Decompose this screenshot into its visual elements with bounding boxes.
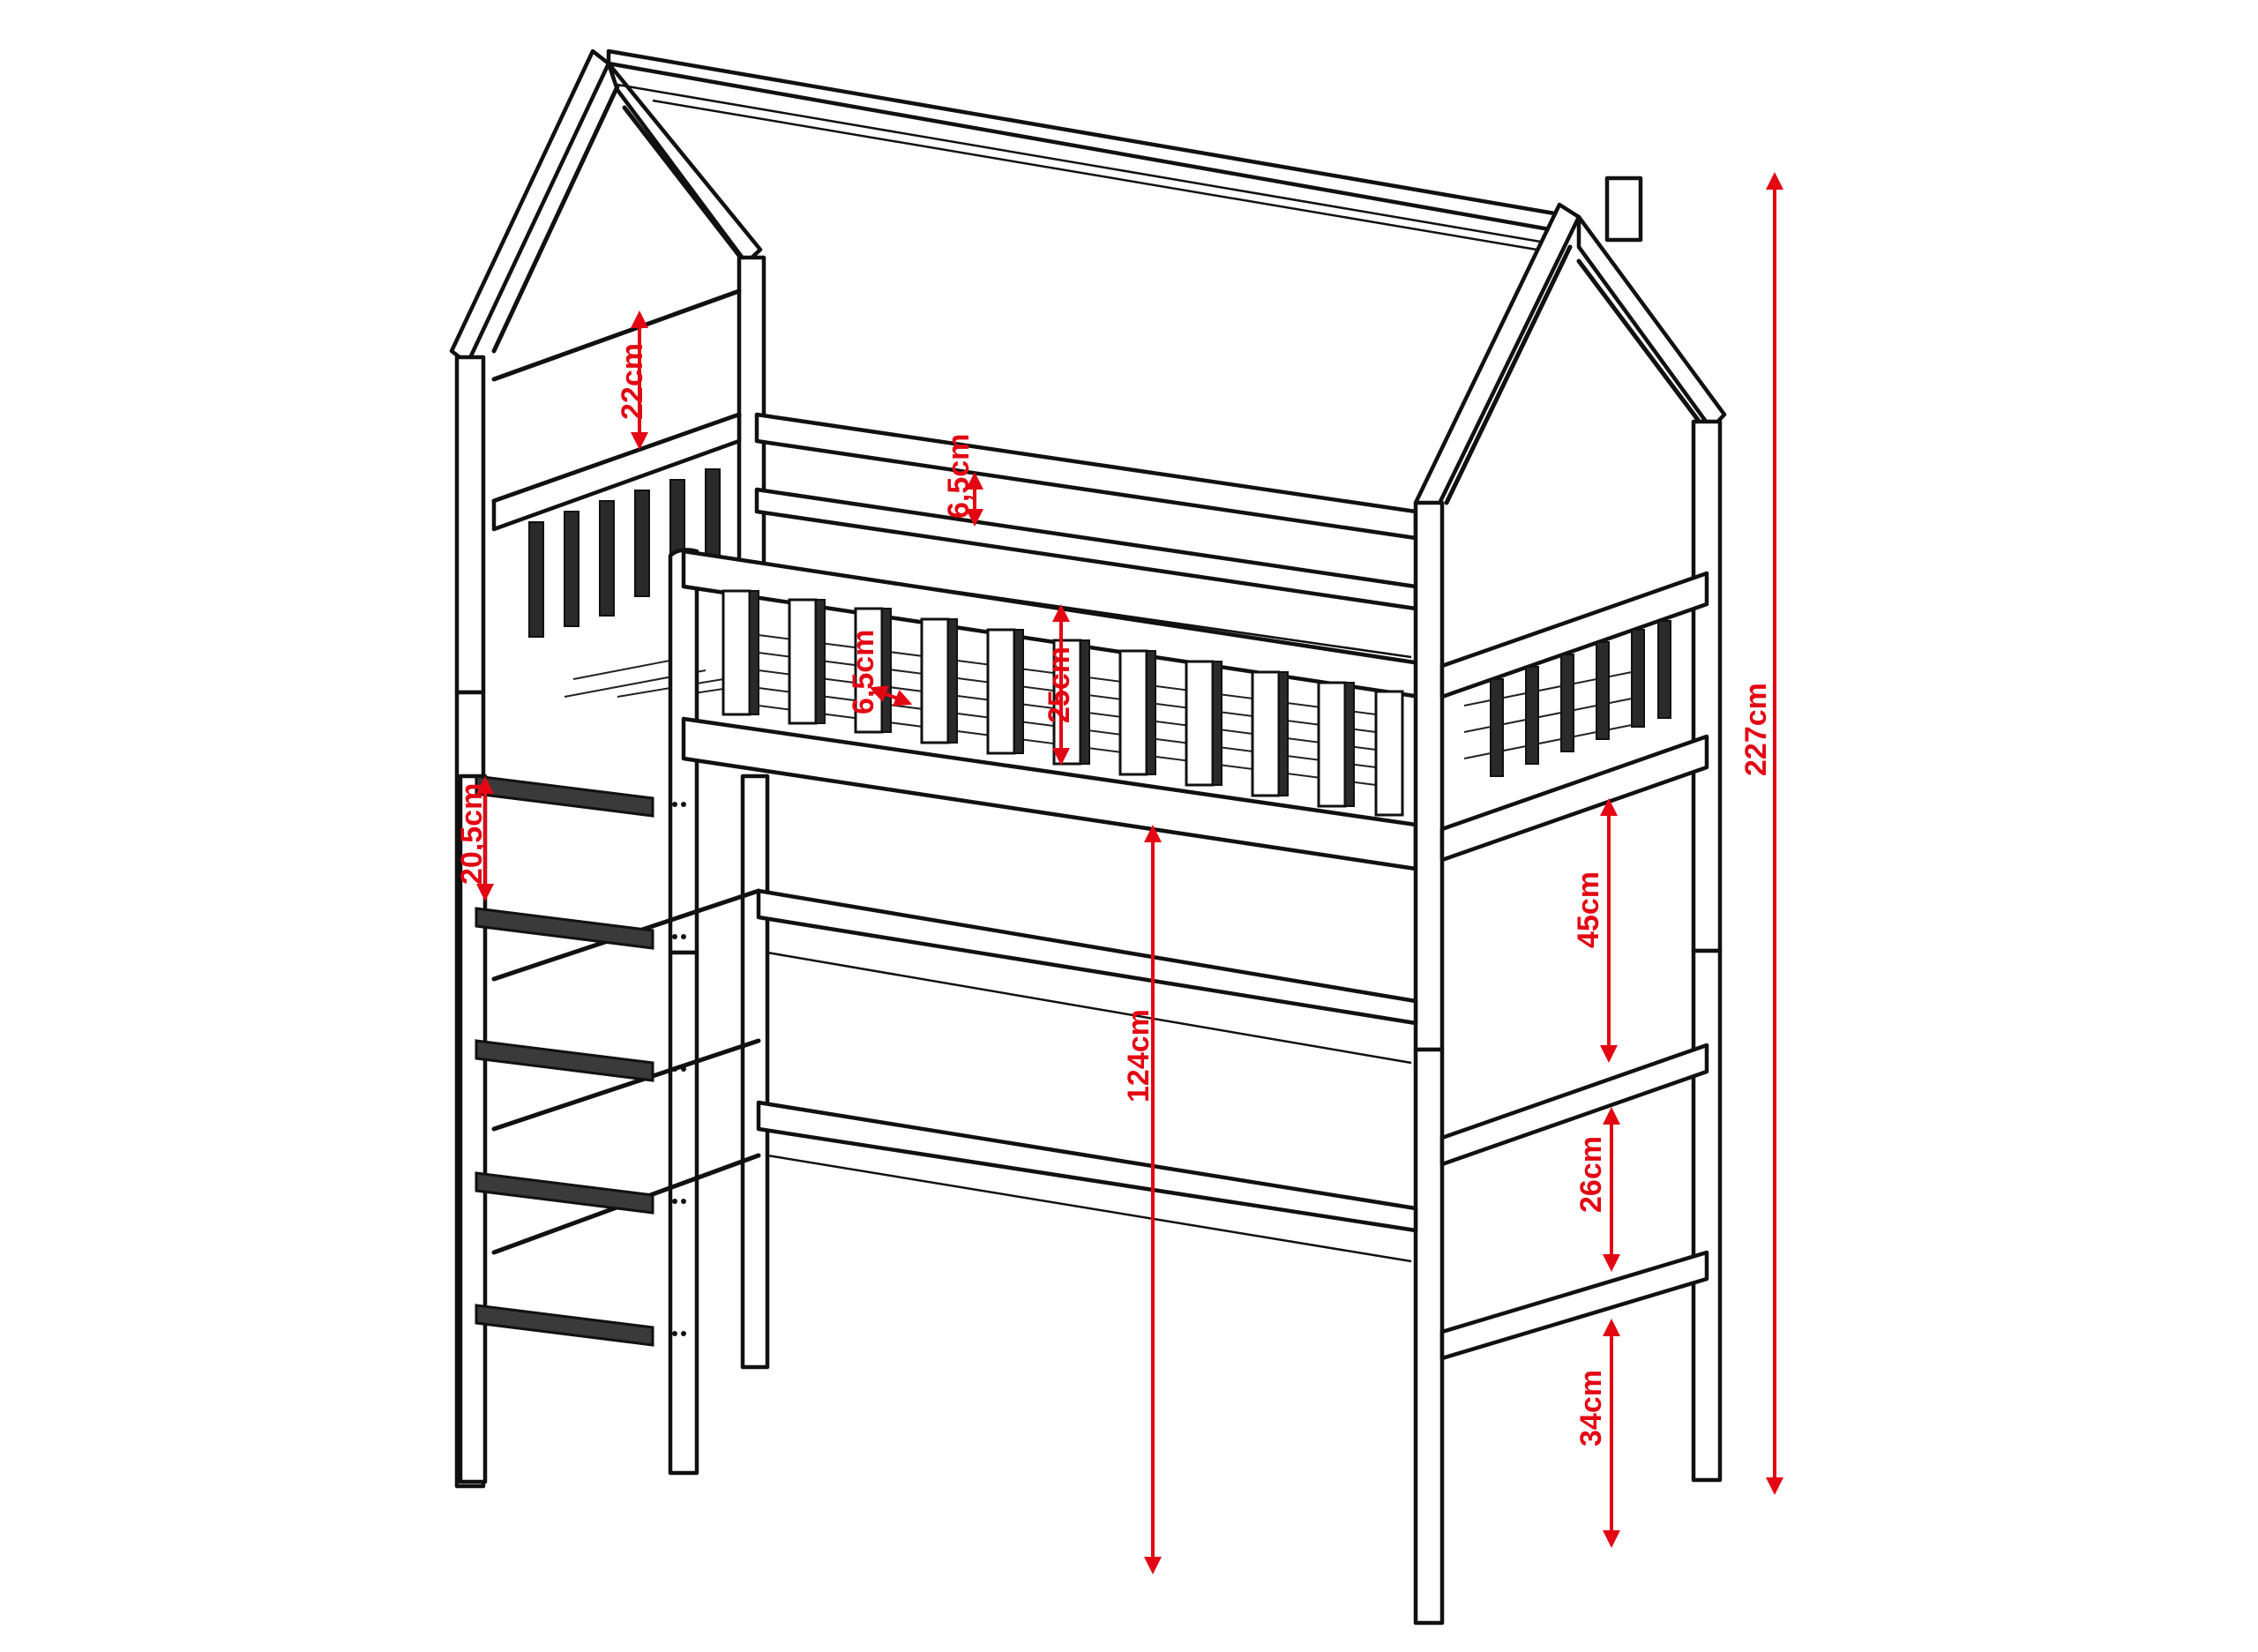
lower-frame (454, 690, 1723, 1626)
dim-label-124cm: 124cm (1122, 1009, 1155, 1103)
dim-label-20-5cm: 20,5cm (455, 783, 489, 885)
footboard (1413, 419, 1723, 1052)
headboard (454, 255, 766, 695)
dim-label-6-5cm-rail: 6,5cm (942, 434, 976, 519)
dimension-labels: 22cm 6,5cm 6,5cm 25cm 20,5cm 124cm 45cm … (455, 343, 1773, 1446)
dim-label-22cm: 22cm (616, 343, 649, 420)
front-guard-rail (668, 548, 1423, 955)
dim-label-25cm: 25cm (1043, 647, 1076, 723)
footboard-slats (1490, 620, 1671, 777)
ladder-bolts (672, 802, 686, 1336)
dim-label-26cm: 26cm (1574, 1136, 1608, 1213)
dim-label-34cm: 34cm (1574, 1370, 1608, 1446)
dimension-lines (476, 172, 1783, 1574)
dim-label-227cm: 227cm (1739, 683, 1773, 776)
dim-label-6-5cm-slat: 6,5cm (847, 630, 880, 714)
dim-label-45cm: 45cm (1572, 871, 1605, 948)
ladder (458, 774, 686, 1484)
headboard-slats (528, 468, 721, 638)
roof-frame (449, 49, 1727, 519)
ladder-rungs (475, 774, 654, 1347)
